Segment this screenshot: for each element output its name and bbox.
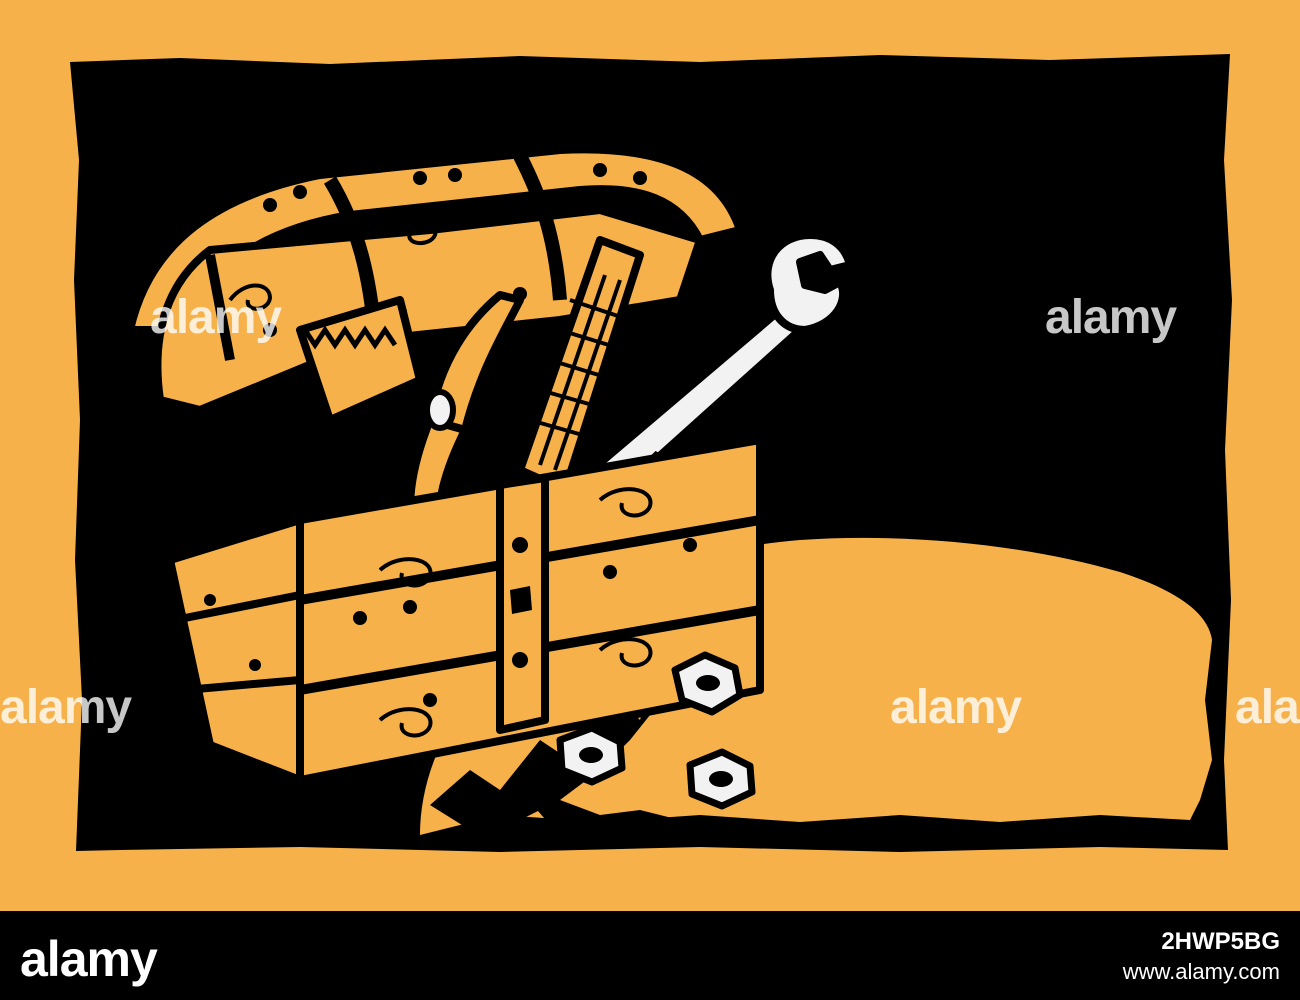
illustration-frame: alamy alamy alamy alamy alamy [0,0,1300,911]
hex-nut-3 [686,748,756,810]
treasure-chest-toolbox-illustration [70,54,1232,852]
site-url: www.alamy.com [1122,959,1280,984]
chest-body [166,436,764,784]
hammer [296,296,424,480]
footer-bar: alamy 2HWP5BG www.alamy.com [0,911,1300,1000]
image-info: 2HWP5BG www.alamy.com [1123,927,1280,987]
hex-nut-2 [556,724,626,786]
nuts-shadow [520,790,700,835]
wrench [576,231,854,509]
hex-nut-1 [671,651,744,716]
image-id: 2HWP5BG [1161,928,1280,955]
alamy-logo: alamy [20,931,158,987]
